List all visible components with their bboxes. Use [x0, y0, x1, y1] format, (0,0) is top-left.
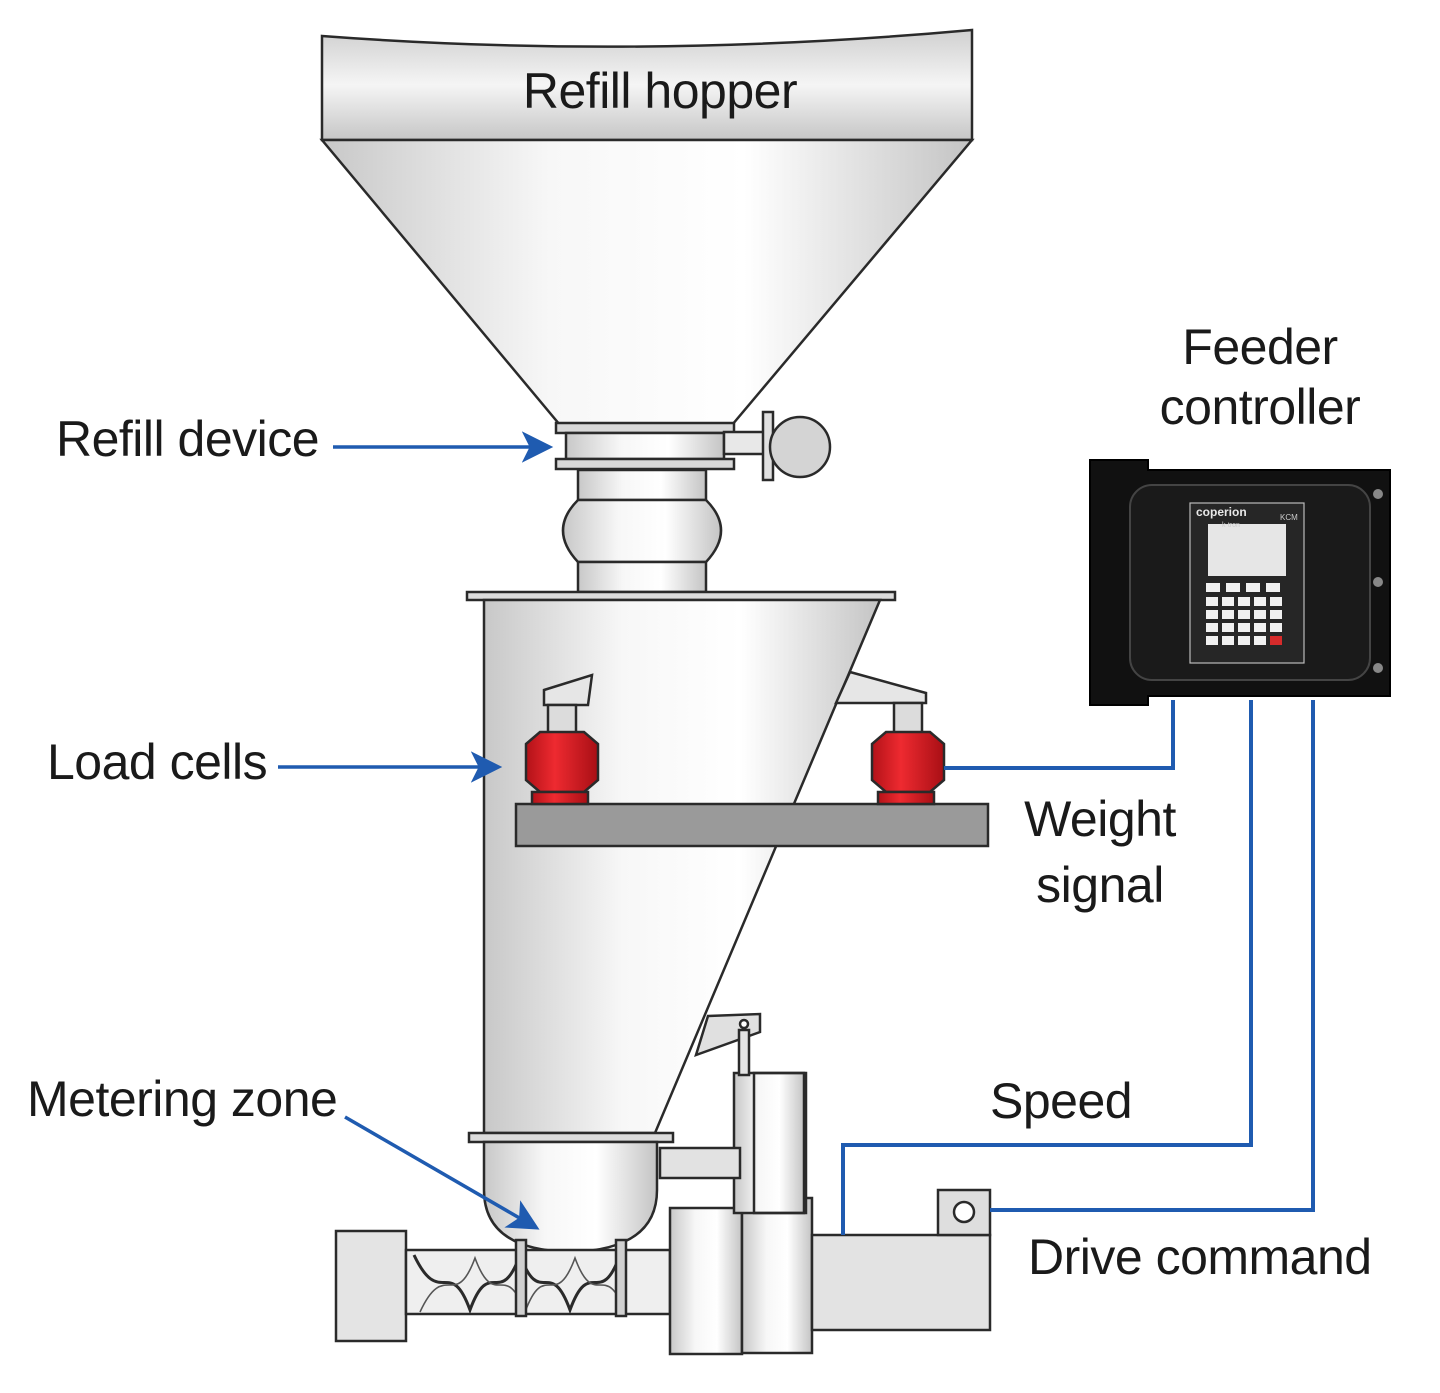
weight-signal-line — [944, 700, 1175, 770]
controller-sub-brand: k-tron — [1222, 522, 1240, 529]
feeder-controller-label-line2: controller — [1159, 379, 1361, 435]
feeder-controller: coperion k-tron KCM — [1089, 459, 1391, 706]
drive-command-line — [990, 700, 1315, 1212]
pointer-arrows — [278, 431, 554, 1230]
metering-zone-arrow — [344, 1115, 540, 1230]
weight-signal-label-line2: signal — [1036, 857, 1164, 913]
load-cell-right — [834, 670, 946, 806]
drive-command-label: Drive command — [1028, 1229, 1372, 1285]
controller-brand: coperion — [1196, 505, 1247, 519]
refill-device-label: Refill device — [56, 411, 320, 467]
refill-hopper-label: Refill hopper — [522, 63, 798, 119]
load-cells-label: Load cells — [47, 734, 268, 790]
load-cell-frame — [514, 802, 990, 848]
refill-hopper — [319, 28, 975, 427]
refill-device — [554, 410, 832, 594]
screw-feeder — [334, 1012, 992, 1356]
load-cell-left — [524, 673, 600, 806]
signal-lines — [841, 700, 1315, 1235]
metering-zone-label: Metering zone — [27, 1071, 338, 1127]
speed-line — [841, 700, 1253, 1235]
speed-label: Speed — [990, 1073, 1133, 1129]
controller-model: KCM — [1280, 513, 1298, 522]
weight-signal-label-line1: Weight — [1024, 791, 1176, 847]
feeder-controller-label-line1: Feeder — [1182, 319, 1338, 375]
